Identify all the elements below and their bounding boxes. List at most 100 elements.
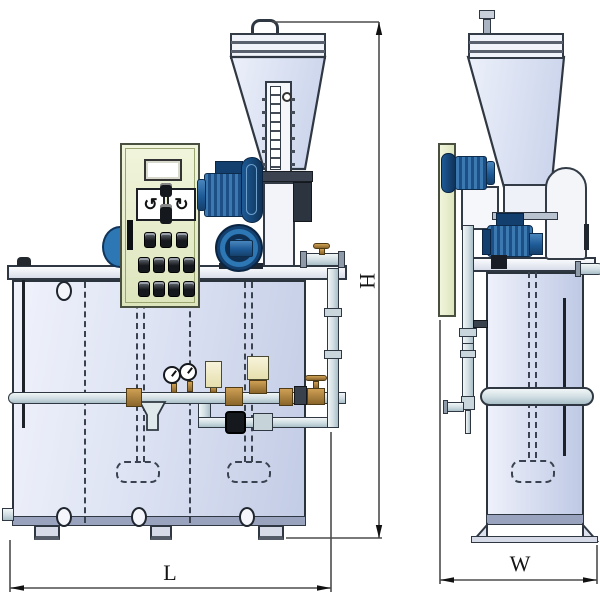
side-agitator-shaft [535, 272, 537, 458]
l-arrow-left [10, 585, 24, 591]
panel-selector-switch [160, 204, 172, 224]
w-dimension-line [439, 320, 598, 584]
side-tank-bottom-band [486, 514, 584, 525]
valve-body [249, 380, 267, 394]
panel-display [144, 159, 182, 181]
riser-coupling [324, 308, 342, 317]
flow-switch [205, 361, 222, 388]
side-hopper-vent-cap [479, 10, 495, 19]
front-foot [258, 525, 284, 540]
pipe-union [126, 388, 142, 407]
hand-valve-body [307, 388, 325, 405]
riser-coupling [324, 350, 342, 359]
front-impeller [116, 461, 160, 483]
front-agitator-shaft [136, 282, 138, 462]
front-drain-stub [2, 508, 14, 521]
front-feeder-drive-block [293, 182, 312, 222]
side-hopper-top-band [468, 33, 564, 59]
lid-valve-stem [319, 248, 325, 255]
panel-button [153, 257, 165, 273]
panel-button [138, 281, 150, 297]
valve-handwheel [305, 375, 327, 381]
main-dosing-pipe [8, 392, 346, 404]
side-pipe-stub-flange [443, 400, 448, 414]
side-hopper-band-line [469, 50, 563, 53]
dial-cw-icon: ↻ [174, 195, 189, 214]
front-impeller [227, 461, 271, 483]
side-pump-front [482, 229, 491, 255]
side-pump-base [491, 255, 507, 269]
length-dimension-label: L [163, 560, 177, 585]
front-motor-end-cap [197, 179, 206, 211]
pipe-coupling [253, 413, 273, 431]
front-level-tube [22, 280, 25, 428]
front-tank-opening [56, 507, 72, 527]
panel-button [153, 281, 165, 297]
front-feeder-column [263, 182, 295, 268]
panel-selector-switch [160, 183, 172, 197]
panel-button [176, 232, 188, 248]
front-foot [150, 525, 172, 540]
w-arrow-right [583, 577, 597, 583]
gauge-stem [187, 381, 193, 392]
injector-fitting [138, 401, 167, 431]
front-agitator-shaft [143, 282, 145, 462]
side-feeder-box [461, 186, 499, 230]
front-hopper-band-line [231, 41, 325, 44]
front-agitator-shaft [244, 282, 246, 462]
side-pump-rear-block [529, 233, 543, 255]
front-lid-bolt [17, 257, 31, 266]
panel-handle-slot [127, 220, 133, 250]
front-gear-flange-ring [246, 164, 257, 215]
panel-button [168, 281, 180, 297]
side-pipe-bracket [473, 320, 488, 328]
side-chute-flange [492, 212, 558, 220]
dial-ccw-icon: ↺ [143, 195, 158, 214]
solenoid-valve [247, 356, 269, 380]
h-arrow-top [375, 22, 383, 35]
pipe-union [279, 388, 293, 406]
control-panel: ↺ ↻ [120, 143, 200, 308]
front-hopper-band-line [231, 50, 325, 53]
front-hopper-handle [251, 19, 279, 33]
panel-button [160, 232, 172, 248]
lid-pipe-cap [300, 251, 307, 268]
panel-button [183, 257, 195, 273]
l-arrow-right [317, 585, 331, 591]
pressure-gauge [179, 363, 197, 381]
pipe-tee [225, 387, 243, 406]
side-base-plate [471, 536, 598, 543]
h-arrow-bottom [375, 525, 383, 538]
side-pipe-coupling [460, 350, 476, 358]
front-volute-hub [229, 240, 253, 257]
front-sight-glass-ticks [291, 88, 295, 168]
front-tank-opening [239, 507, 255, 527]
side-impeller [511, 460, 555, 483]
black-valve [225, 411, 246, 434]
panel-button [183, 281, 195, 297]
front-motor-gear-flange [241, 157, 263, 223]
h-dimension-line [272, 21, 382, 539]
front-sight-glass-tube [270, 86, 281, 170]
panel-inner-frame [125, 148, 195, 303]
side-motor-cap [486, 161, 495, 185]
l-dimension-line [9, 432, 332, 592]
side-dome-clamp [584, 224, 589, 250]
side-hopper-band-line [469, 41, 563, 44]
side-pipe-tip [465, 410, 471, 434]
side-pump-body [487, 225, 533, 257]
w-arrow-left [440, 577, 454, 583]
side-level-tube [563, 298, 566, 456]
height-dimension-label: H [355, 273, 380, 289]
lid-pipe-cap [338, 251, 345, 268]
panel-button [138, 257, 150, 273]
panel-button [168, 257, 180, 273]
pipe-fitting [294, 386, 307, 405]
side-manifold-pipe-capsule [480, 387, 594, 406]
front-tank-opening [56, 281, 72, 301]
front-volute-pump [215, 224, 263, 272]
front-sight-glass-ticks [262, 88, 266, 168]
side-agitator-shaft [528, 272, 530, 458]
